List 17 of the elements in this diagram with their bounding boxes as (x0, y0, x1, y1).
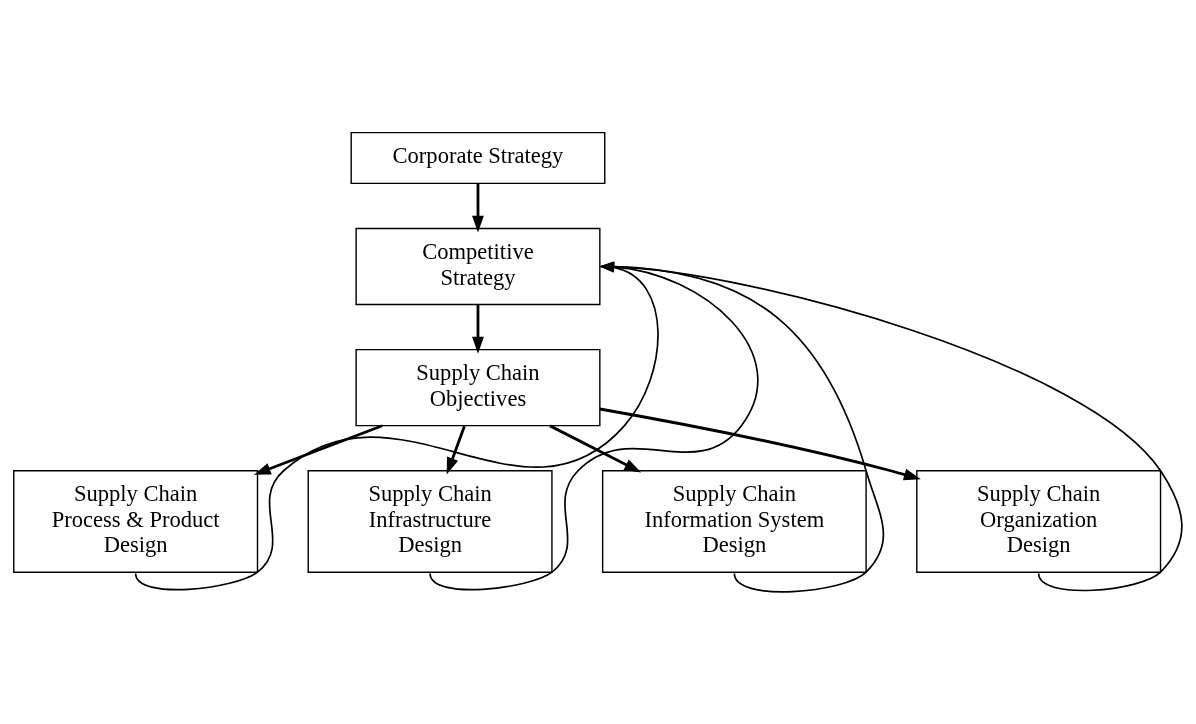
arrow (472, 182, 484, 233)
node-box: Supply Chain Information System Design (601, 469, 867, 573)
arrow (599, 261, 1183, 591)
arrow (253, 423, 383, 475)
arrow (446, 425, 466, 475)
arrow (599, 407, 921, 480)
arrow (472, 304, 484, 354)
node-box: Supply Chain Organization Design (916, 469, 1162, 573)
arrow (429, 261, 759, 590)
arrow (134, 261, 659, 590)
arrow (549, 424, 642, 472)
node-box: Supply Chain Objectives (355, 348, 601, 426)
arrow (599, 260, 885, 593)
node-box: Supply Chain Process & Product Design (13, 469, 259, 573)
node-box: Corporate Strategy (350, 131, 606, 184)
node-box: Competitive Strategy (355, 227, 601, 305)
node-box: Supply Chain Infrastructure Design (307, 469, 553, 573)
